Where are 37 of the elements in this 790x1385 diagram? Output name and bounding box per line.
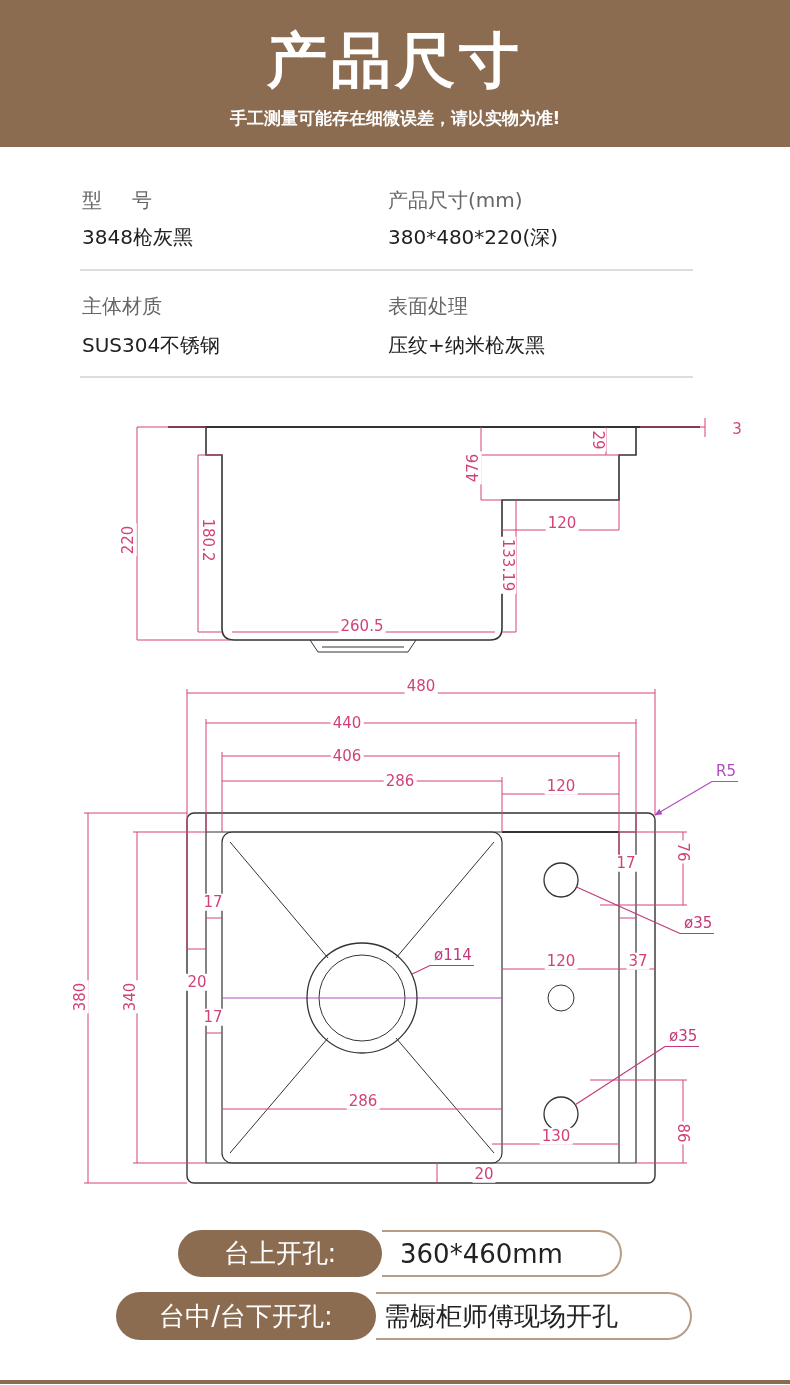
dimension-label: 340 [121, 980, 139, 1014]
dimension-label: 286 [346, 1092, 380, 1110]
spec-value: 3848枪灰黑 [82, 226, 193, 248]
dimension-label: 476 [464, 451, 482, 485]
spec-value: SUS304不锈钢 [82, 334, 221, 356]
dimension-label: 133.19 [499, 536, 517, 594]
spec-value: 380*480*220(深) [388, 226, 559, 248]
drain-circle [306, 942, 418, 1054]
spec-label: 主体材质 [82, 295, 162, 317]
dimension-label: 260.5 [338, 617, 386, 635]
dimension-label: 120 [545, 514, 579, 532]
dimension-label: 480 [404, 677, 438, 695]
diameter-label: ø35 [665, 1028, 700, 1047]
value-pill: 需橱柜师傅现场开孔 [376, 1292, 692, 1340]
page-title: 产品尺寸 [267, 27, 523, 93]
spec-label: 产品尺寸(mm) [388, 189, 523, 211]
label-pill: 台中/台下开孔: [116, 1292, 376, 1340]
diameter-label: ø35 [680, 915, 715, 934]
leader-line [654, 780, 713, 816]
value-pill: 360*460mm [382, 1230, 622, 1277]
leader-line [575, 886, 681, 935]
spec-value: 压纹+纳米枪灰黑 [388, 334, 545, 356]
dimension-label: 120 [544, 777, 578, 795]
leader-line [411, 964, 431, 975]
spec-label: 型号 [82, 189, 182, 211]
label-pill: 台上开孔: [178, 1230, 382, 1277]
disclaimer-text: 手工测量可能存在细微误差，请以实物为准! [229, 108, 561, 128]
diameter-label: ø114 [430, 947, 474, 966]
radius-label: R5 [712, 763, 738, 782]
faucet-hole [543, 862, 579, 898]
dimension-label: 120 [544, 952, 578, 970]
leader-line [574, 1045, 666, 1106]
dimension-label: 380 [71, 980, 89, 1014]
dimension-label: 20 [185, 973, 209, 991]
dimension-label: 130 [539, 1127, 573, 1145]
spec-label: 表面处理 [388, 295, 468, 317]
dimension-label: 37 [626, 952, 650, 970]
